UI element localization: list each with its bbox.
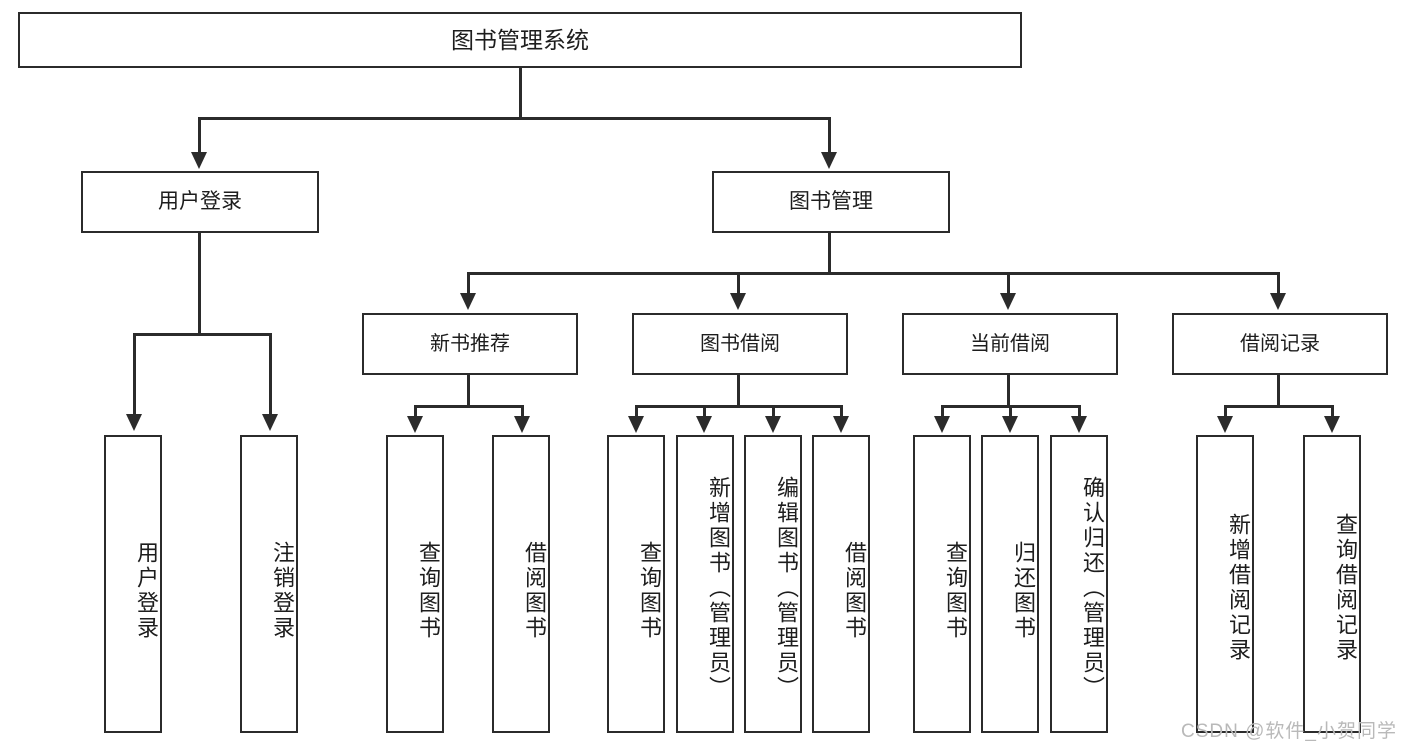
connector-new-book-stem: [467, 375, 470, 407]
connector-drop-cb-confirm: [1078, 405, 1081, 419]
connector-current-borrow-stem: [1007, 375, 1010, 407]
node-current-borrow[interactable]: 当前借阅: [902, 313, 1118, 375]
connector-drop-leaf-user-login: [133, 333, 136, 417]
connector-level2-bus: [467, 272, 1280, 275]
leaf-user-login[interactable]: 用户登录: [104, 435, 162, 733]
connector-book-borrow-stem: [737, 375, 740, 407]
arrowhead-leaf-user-login: [126, 414, 142, 431]
connector-root-stem: [519, 68, 522, 119]
arrowhead-bb-edit: [765, 416, 781, 433]
leaf-nb-borrow-book[interactable]: 借阅图书: [492, 435, 550, 733]
arrowhead-br-query: [1324, 416, 1340, 433]
connector-book-mgmt-stem: [828, 233, 831, 275]
node-new-book-recommend[interactable]: 新书推荐: [362, 313, 578, 375]
connector-drop-current-borrow: [1007, 272, 1010, 296]
arrowhead-current-borrow: [1000, 293, 1016, 310]
leaf-logout[interactable]: 注销登录: [240, 435, 298, 733]
arrowhead-new-book: [460, 293, 476, 310]
arrowhead-book-borrow: [730, 293, 746, 310]
connector-drop-user-login: [198, 117, 201, 155]
arrowhead-cb-return: [1002, 416, 1018, 433]
connector-drop-bb-edit: [772, 405, 775, 419]
connector-drop-borrow-record: [1277, 272, 1280, 296]
leaf-bb-borrow-book[interactable]: 借阅图书: [812, 435, 870, 733]
leaf-br-add-record[interactable]: 新增借阅记录: [1196, 435, 1254, 733]
node-root[interactable]: 图书管理系统: [18, 12, 1022, 68]
connector-drop-bb-borrow: [840, 405, 843, 419]
connector-drop-cb-return: [1009, 405, 1012, 419]
connector-level1-bus: [198, 117, 831, 120]
leaf-cb-query-book[interactable]: 查询图书: [913, 435, 971, 733]
arrowhead-nb-borrow: [514, 416, 530, 433]
connector-drop-bb-add: [703, 405, 706, 419]
connector-drop-nb-borrow: [521, 405, 524, 419]
connector-drop-leaf-logout: [269, 333, 272, 417]
connector-drop-br-query: [1331, 405, 1334, 419]
node-borrow-record[interactable]: 借阅记录: [1172, 313, 1388, 375]
leaf-bb-edit-book[interactable]: 编辑图书（管理员）: [744, 435, 802, 733]
leaf-bb-add-book[interactable]: 新增图书（管理员）: [676, 435, 734, 733]
connector-borrow-record-stem: [1277, 375, 1280, 407]
leaf-bb-query-book[interactable]: 查询图书: [607, 435, 665, 733]
arrowhead-bb-query: [628, 416, 644, 433]
connector-drop-new-book: [467, 272, 470, 296]
connector-book-borrow-bus: [635, 405, 843, 408]
node-book-borrow[interactable]: 图书借阅: [632, 313, 848, 375]
leaf-cb-confirm-return[interactable]: 确认归还（管理员）: [1050, 435, 1108, 733]
connector-drop-cb-query: [941, 405, 944, 419]
connector-user-login-stem: [198, 233, 201, 335]
arrowhead-nb-query: [407, 416, 423, 433]
leaf-cb-return-book[interactable]: 归还图书: [981, 435, 1039, 733]
arrowhead-book-mgmt: [821, 152, 837, 169]
connector-drop-bb-query: [635, 405, 638, 419]
arrowhead-cb-query: [934, 416, 950, 433]
connector-new-book-bus: [414, 405, 524, 408]
connector-user-login-bus: [133, 333, 271, 336]
arrowhead-cb-confirm: [1071, 416, 1087, 433]
arrowhead-user-login: [191, 152, 207, 169]
connector-drop-book-borrow: [737, 272, 740, 296]
leaf-br-query-record[interactable]: 查询借阅记录: [1303, 435, 1361, 733]
arrowhead-bb-add: [696, 416, 712, 433]
connector-borrow-record-bus: [1224, 405, 1334, 408]
connector-drop-book-mgmt: [828, 117, 831, 155]
arrowhead-borrow-record: [1270, 293, 1286, 310]
node-book-management[interactable]: 图书管理: [712, 171, 950, 233]
node-user-login[interactable]: 用户登录: [81, 171, 319, 233]
connector-drop-nb-query: [414, 405, 417, 419]
arrowhead-br-add: [1217, 416, 1233, 433]
leaf-nb-query-book[interactable]: 查询图书: [386, 435, 444, 733]
connector-drop-br-add: [1224, 405, 1227, 419]
arrowhead-leaf-logout: [262, 414, 278, 431]
arrowhead-bb-borrow: [833, 416, 849, 433]
